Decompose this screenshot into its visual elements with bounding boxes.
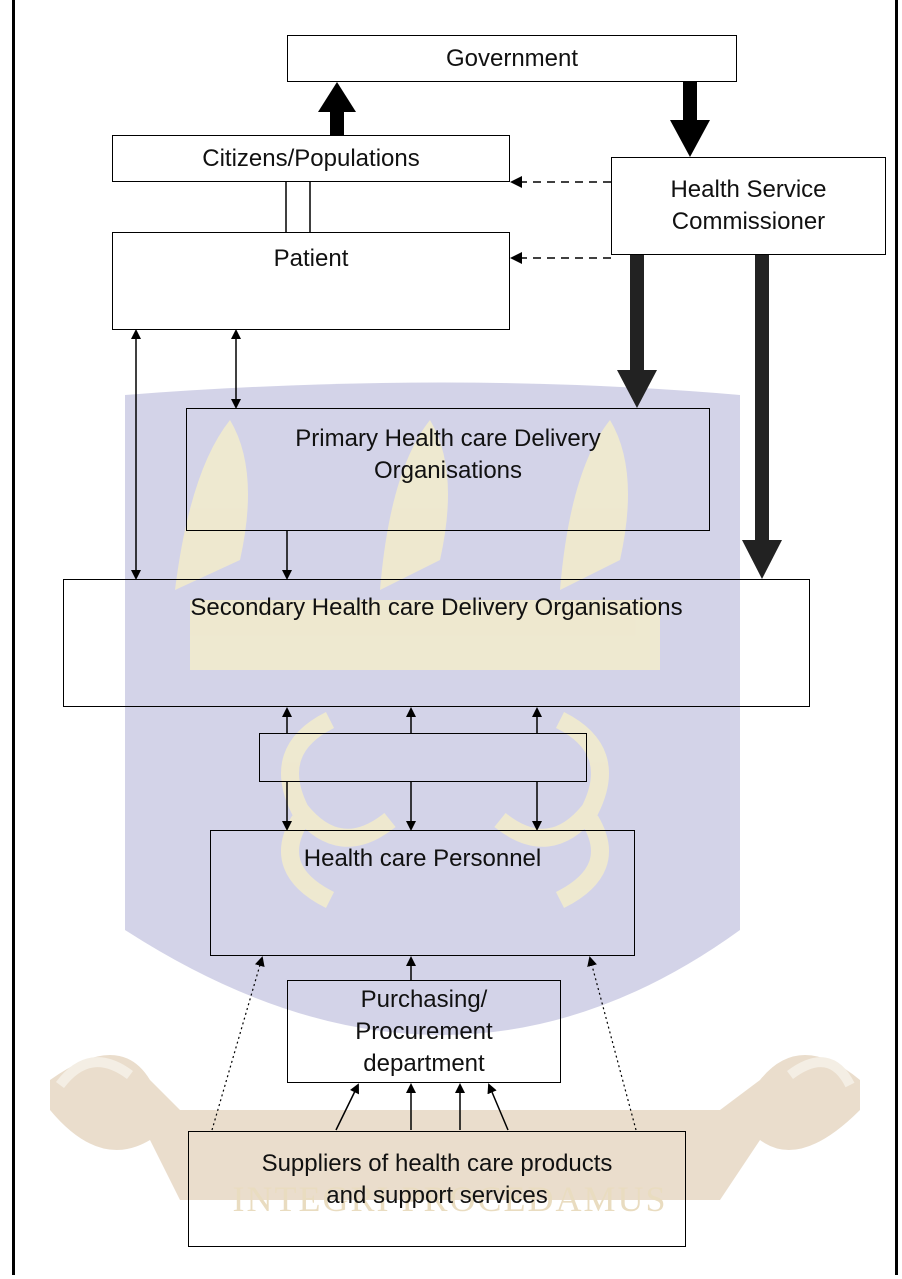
commissioner-to-secondary-arrow (742, 255, 782, 579)
watermark-banner-curl-left (56, 1057, 133, 1089)
personnel-label: Health care Personnel (303, 845, 542, 872)
page-frame (12, 0, 898, 1275)
purchasing-box: Purchasing/ Procurement department (287, 980, 561, 1083)
secondary-care-label: Secondary Health care Delivery Organisat… (190, 594, 683, 621)
secondary-care-box: Secondary Health care Delivery Organisat… (63, 579, 810, 707)
suppliers-to-personnel-dotted-left (211, 956, 265, 1131)
primary-care-label: Primary Health care Delivery Organisatio… (295, 425, 601, 484)
suppliers-box: Suppliers of health care products and su… (188, 1131, 686, 1247)
citizens-patient-link (285, 182, 311, 232)
primary-care-box: Primary Health care Delivery Organisatio… (186, 408, 710, 531)
secondary-personnel-arrows (282, 707, 542, 831)
watermark-banner (50, 1055, 860, 1200)
government-box: Government (287, 35, 737, 82)
commissioner-to-primary-arrow (617, 255, 657, 408)
citizens-box: Citizens/Populations (112, 135, 510, 182)
watermark-banner-curl-right (787, 1057, 855, 1088)
watermark-leaves (175, 420, 660, 670)
patient-box: Patient (112, 232, 510, 330)
purchasing-label: Purchasing/ Procurement department (355, 985, 493, 1077)
suppliers-to-personnel-dotted-right (587, 956, 637, 1131)
intermediate-box (259, 733, 587, 782)
watermark-motto: INTEGRI PROCEDAMUS (232, 1179, 668, 1219)
suppliers-label: Suppliers of health care products and su… (261, 1150, 613, 1209)
citizens-to-government-arrow (318, 82, 356, 135)
government-to-commissioner-arrow (670, 82, 710, 157)
citizens-label: Citizens/Populations (202, 144, 420, 172)
government-label: Government (445, 44, 579, 72)
commissioner-box: Health Service Commissioner (611, 157, 886, 255)
patient-label: Patient (273, 245, 349, 272)
personnel-box: Health care Personnel (210, 830, 635, 956)
suppliers-to-purchasing-arrows (335, 1083, 509, 1131)
commissioner-label: Health Service Commissioner (670, 176, 827, 235)
